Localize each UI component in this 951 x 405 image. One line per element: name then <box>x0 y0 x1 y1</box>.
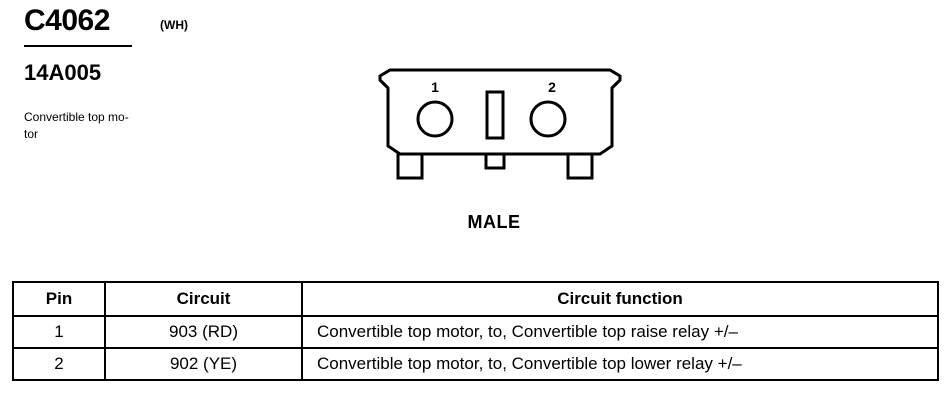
pin-cell: 1 <box>12 315 106 349</box>
left-tab <box>396 152 424 180</box>
pin-cavity-2 <box>529 100 567 138</box>
center-tab <box>484 152 506 170</box>
pin-label-1: 1 <box>431 79 439 95</box>
circuit-function-cell: Convertible top motor, to, Convertible t… <box>301 315 939 349</box>
pin-label-2: 2 <box>548 79 556 95</box>
circuit-cell: 902 (YE) <box>104 347 303 381</box>
table-row: 2 902 (YE) Convertible top motor, to, Co… <box>12 347 939 381</box>
table-row: 1 903 (RD) Convertible top motor, to, Co… <box>12 315 939 349</box>
header-pin: Pin <box>12 281 106 317</box>
table-header-row: Pin Circuit Circuit function <box>12 281 939 317</box>
connector-face-diagram: 1 2 <box>378 68 622 180</box>
pin-cavity-1 <box>416 100 454 138</box>
gender-label: MALE <box>467 212 521 232</box>
connector-description: Convertible top mo- tor <box>24 110 129 141</box>
connector-id: C4062 <box>24 4 110 37</box>
part-number: 14A005 <box>24 60 102 85</box>
connector-housing <box>378 68 622 156</box>
title-underline <box>24 45 132 47</box>
circuit-cell: 903 (RD) <box>104 315 303 349</box>
pin-cell: 2 <box>12 347 106 381</box>
pin-table: Pin Circuit Circuit function 1 903 (RD) … <box>12 281 939 381</box>
connector-color-code: (WH) <box>160 18 188 32</box>
connector-inner-walls <box>378 78 622 90</box>
header-circuit: Circuit <box>104 281 303 317</box>
circuit-function-cell: Convertible top motor, to, Convertible t… <box>301 347 939 381</box>
key-slot <box>485 90 505 140</box>
right-tab <box>566 152 594 180</box>
header-circuit-function: Circuit function <box>301 281 939 317</box>
